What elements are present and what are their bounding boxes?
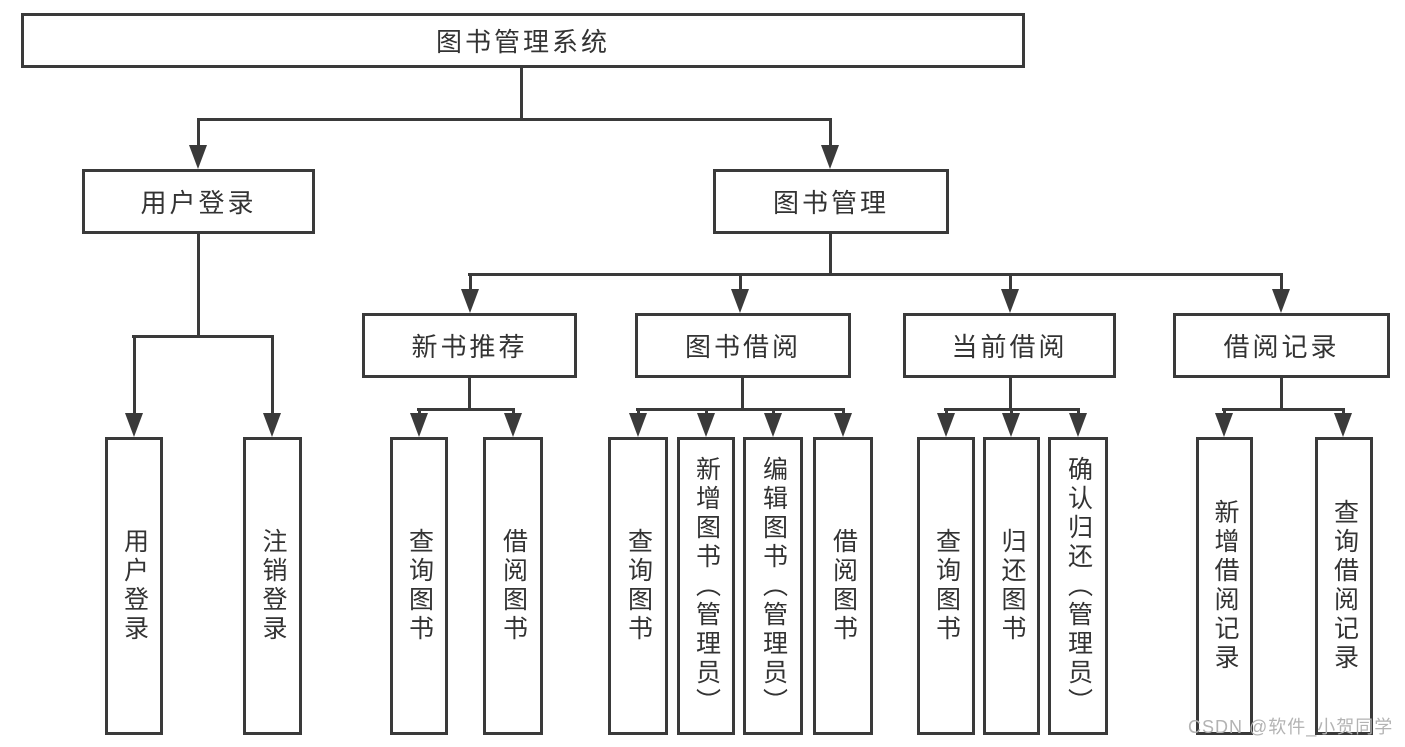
node-library-system: 图书管理系统 xyxy=(21,13,1025,68)
node-current-borrowing: 当前借阅 xyxy=(903,313,1116,378)
connector-line xyxy=(829,118,832,148)
connector-line xyxy=(197,118,200,148)
arrowhead-icon xyxy=(461,289,479,313)
connector-line xyxy=(637,408,640,417)
connector-line xyxy=(636,408,845,411)
arrowhead-icon xyxy=(1001,289,1019,313)
connector-line xyxy=(1009,273,1012,292)
arrowhead-icon xyxy=(1272,289,1290,313)
csdn-watermark: CSDN @软件_小贺同学 xyxy=(1188,717,1394,737)
node-new-book-recommend: 新书推荐 xyxy=(362,313,577,378)
connector-line xyxy=(417,408,515,411)
connector-line xyxy=(1010,408,1013,417)
connector-line xyxy=(468,378,471,411)
leaf-user-login: 用户登录 xyxy=(105,437,163,735)
leaf-borrowing-borrow-books: 借阅图书 xyxy=(813,437,873,735)
arrowhead-icon xyxy=(764,413,782,437)
connector-line xyxy=(132,335,273,338)
connector-line xyxy=(197,234,200,338)
connector-line xyxy=(842,408,845,417)
connector-line xyxy=(1077,408,1080,417)
connector-line xyxy=(512,408,515,417)
arrowhead-icon xyxy=(937,413,955,437)
connector-line xyxy=(468,273,1283,276)
leaf-query-borrow-record: 查询借阅记录 xyxy=(1315,437,1373,735)
arrowhead-icon xyxy=(1002,413,1020,437)
connector-line xyxy=(1342,408,1345,417)
node-borrowing-records: 借阅记录 xyxy=(1173,313,1390,378)
node-book-borrowing: 图书借阅 xyxy=(635,313,851,378)
arrowhead-icon xyxy=(834,413,852,437)
arrowhead-icon xyxy=(410,413,428,437)
arrowhead-icon xyxy=(504,413,522,437)
connector-line xyxy=(197,118,831,121)
connector-line xyxy=(1280,273,1283,292)
arrowhead-icon xyxy=(629,413,647,437)
arrowhead-icon xyxy=(1215,413,1233,437)
leaf-confirm-return-admin: 确认归还（管理员） xyxy=(1048,437,1108,735)
leaf-add-borrow-record: 新增借阅记录 xyxy=(1196,437,1253,735)
connector-line xyxy=(829,234,832,276)
arrowhead-icon xyxy=(731,289,749,313)
leaf-return-books: 归还图书 xyxy=(983,437,1040,735)
connector-line xyxy=(741,378,744,411)
connector-line xyxy=(1222,408,1345,411)
connector-line xyxy=(520,68,523,121)
connector-line xyxy=(739,273,742,292)
node-user-login: 用户登录 xyxy=(82,169,315,234)
connector-line xyxy=(705,408,708,417)
connector-line xyxy=(271,335,274,415)
leaf-logout: 注销登录 xyxy=(243,437,302,735)
arrowhead-icon xyxy=(1334,413,1352,437)
leaf-add-books-admin: 新增图书（管理员） xyxy=(677,437,735,735)
connector-line xyxy=(1280,378,1283,411)
arrowhead-icon xyxy=(697,413,715,437)
connector-line xyxy=(772,408,775,417)
arrowhead-icon xyxy=(189,145,207,169)
leaf-borrowing-query-books: 查询图书 xyxy=(608,437,668,735)
arrowhead-icon xyxy=(263,413,281,437)
connector-line xyxy=(469,273,472,292)
arrowhead-icon xyxy=(125,413,143,437)
connector-line xyxy=(1223,408,1226,417)
leaf-recommend-query-books: 查询图书 xyxy=(390,437,448,735)
connector-line xyxy=(133,335,136,415)
arrowhead-icon xyxy=(821,145,839,169)
connector-line xyxy=(1009,378,1012,411)
arrowhead-icon xyxy=(1069,413,1087,437)
leaf-current-query-books: 查询图书 xyxy=(917,437,975,735)
connector-line xyxy=(418,408,421,417)
leaf-recommend-borrow-books: 借阅图书 xyxy=(483,437,543,735)
connector-line xyxy=(945,408,948,417)
node-book-management: 图书管理 xyxy=(713,169,949,234)
leaf-edit-books-admin: 编辑图书（管理员） xyxy=(743,437,803,735)
